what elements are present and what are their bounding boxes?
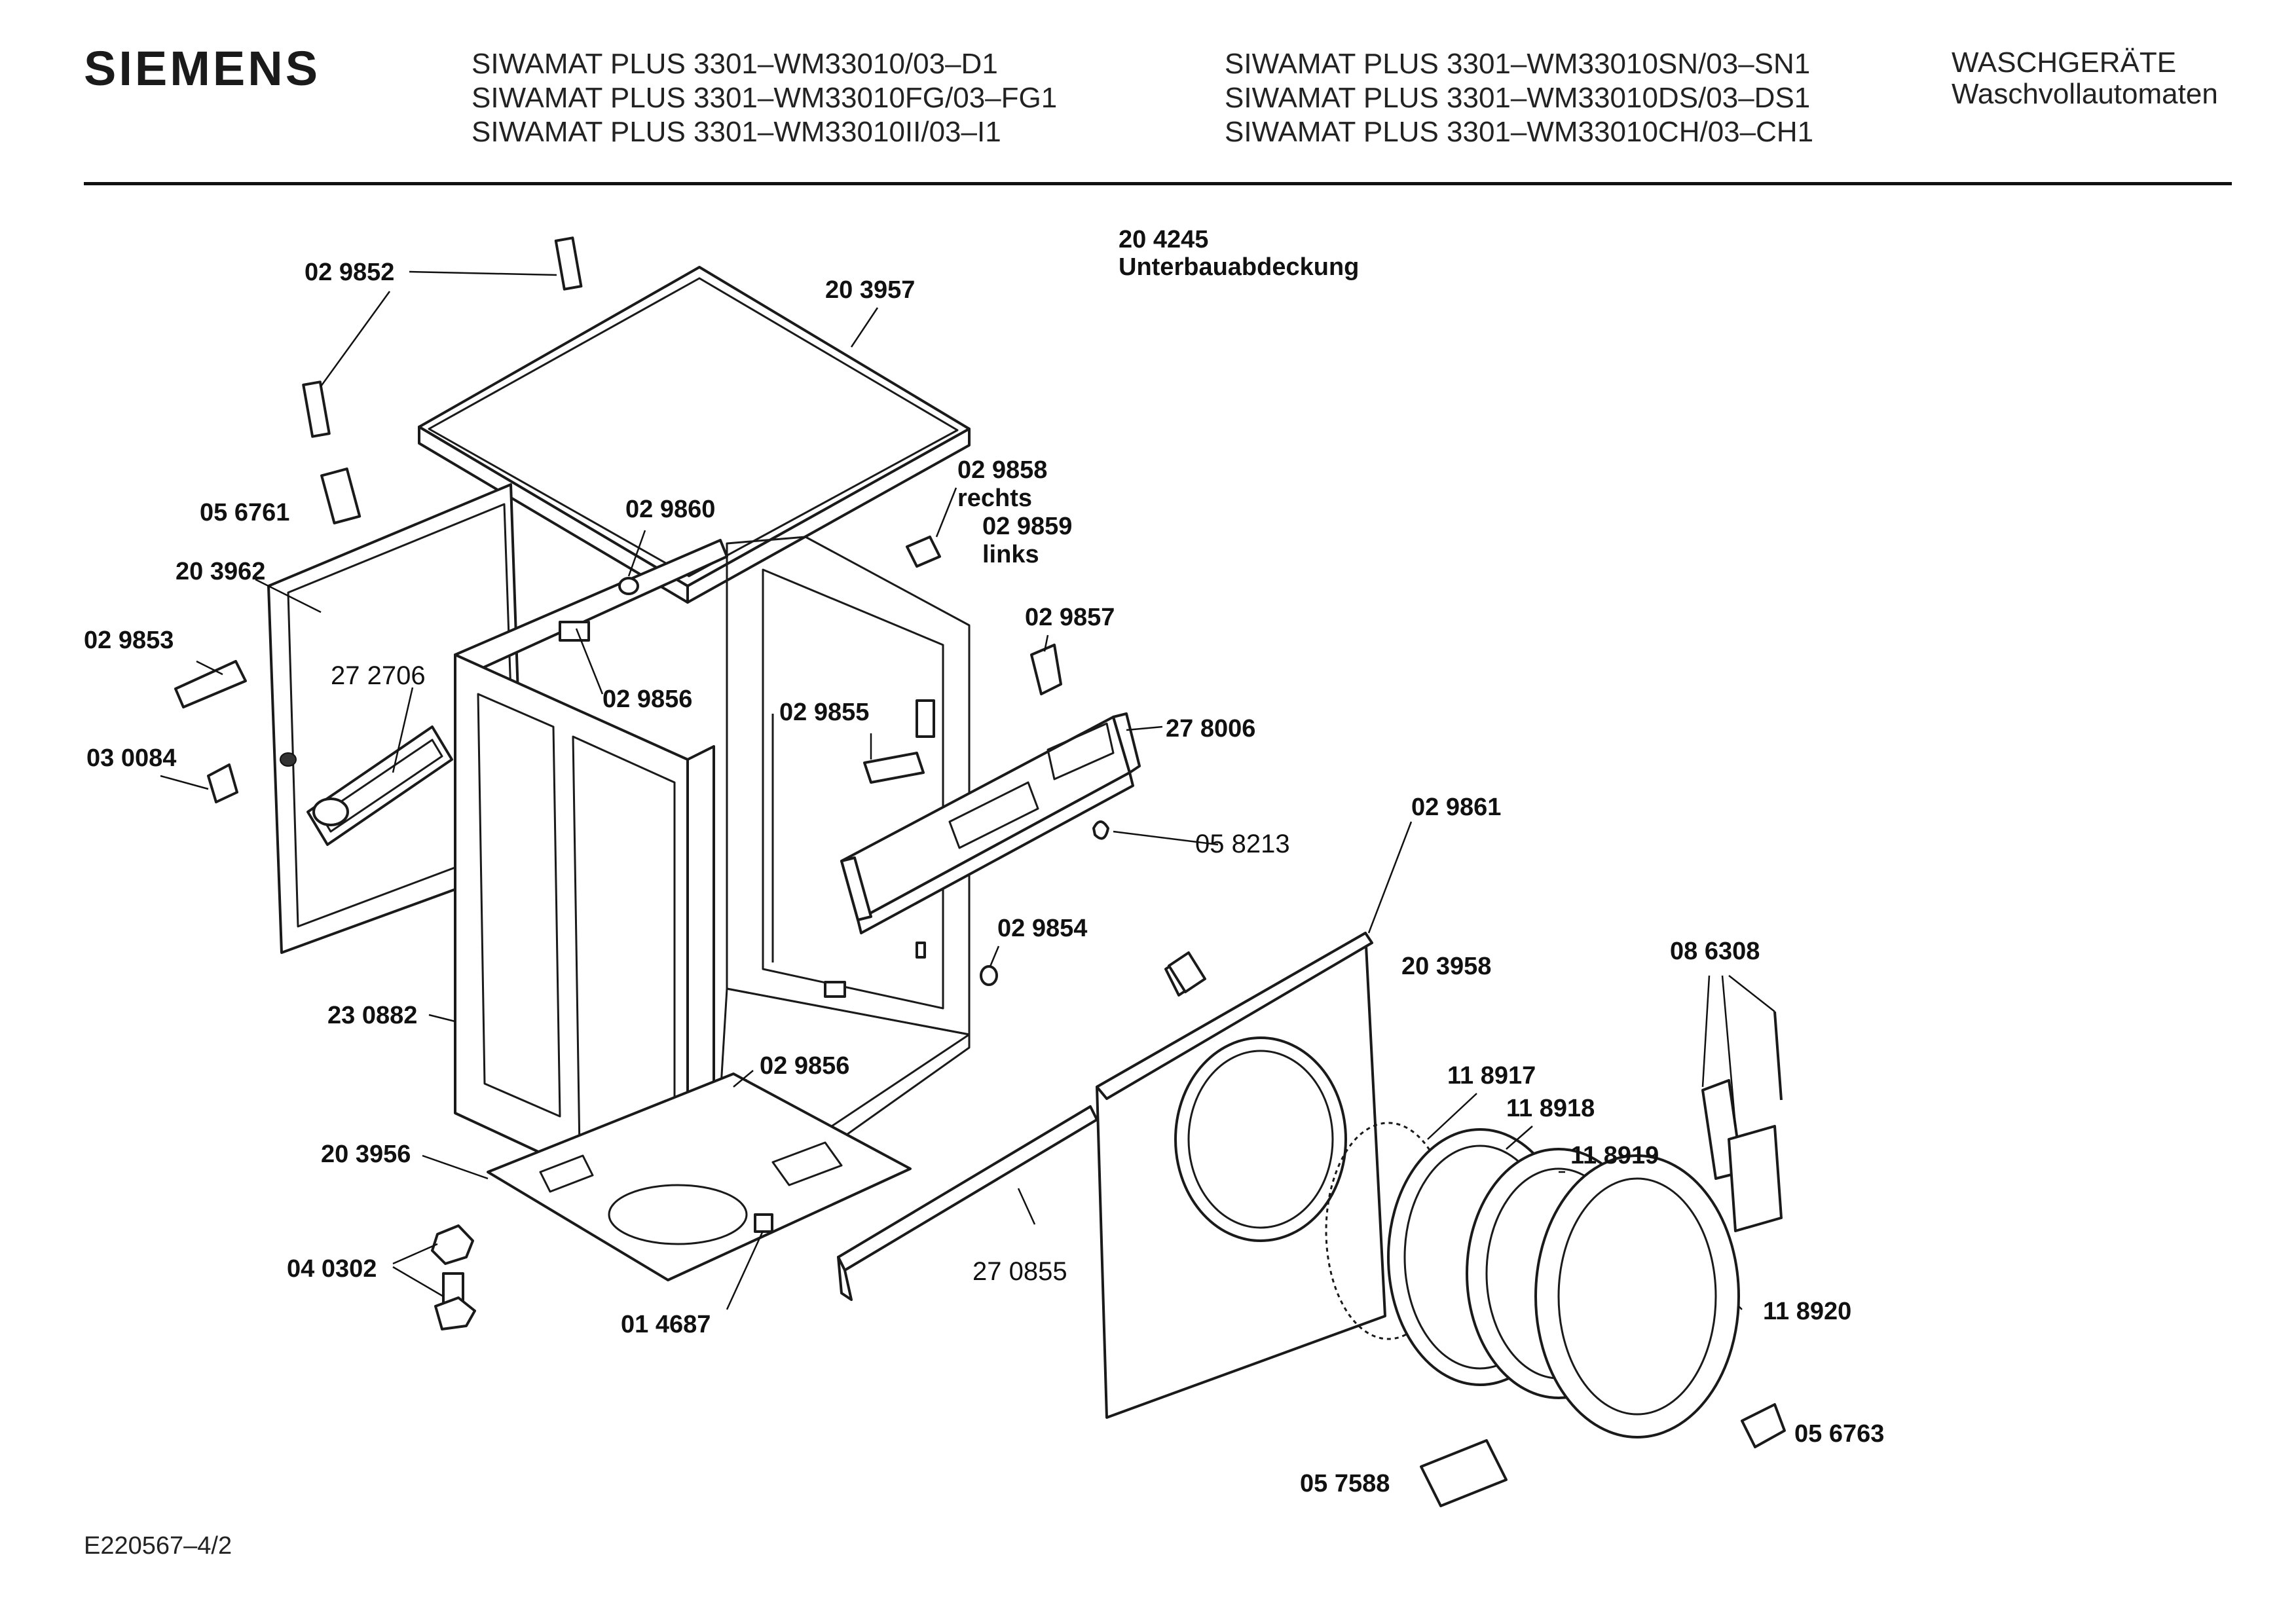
note-block: 20 4245 Unterbauabdeckung xyxy=(1119,226,1359,281)
part-label-p270855: 27 0855 xyxy=(972,1257,1067,1286)
note-number: 20 4245 xyxy=(1119,226,1208,253)
model-line: SIWAMAT PLUS 3301–WM33010SN/03–SN1 xyxy=(1225,48,1811,80)
part-label-links: links xyxy=(982,541,1039,568)
part-label-p030084: 03 0084 xyxy=(86,744,176,772)
part-label-p029856a: 02 9856 xyxy=(602,686,692,713)
bottom-strip-drawing xyxy=(837,1105,1098,1301)
part-label-p029859: 02 9859 xyxy=(982,513,1072,540)
category-block: WASCHGERÄTE Waschvollautomaten xyxy=(1952,47,2218,110)
model-line: SIWAMAT PLUS 3301–WM33010DS/03–DS1 xyxy=(1225,82,1811,114)
small-parts-drawing xyxy=(174,236,1786,1507)
model-line: SIWAMAT PLUS 3301–WM33010CH/03–CH1 xyxy=(1225,116,1814,148)
part-label-p029856b: 02 9856 xyxy=(760,1052,849,1080)
front-panel-drawing xyxy=(1096,932,1386,1419)
part-label-p086308: 08 6308 xyxy=(1670,938,1760,965)
model-list-right: SIWAMAT PLUS 3301–WM33010SN/03–SN1 SIWAM… xyxy=(1225,47,1813,149)
part-label-p118917: 11 8917 xyxy=(1447,1062,1536,1090)
part-label-p278006: 27 8006 xyxy=(1166,715,1255,742)
part-labels: 02 9852 20 3957 05 6761 02 9860 02 9858 … xyxy=(84,259,1884,1497)
part-label-p029861: 02 9861 xyxy=(1411,794,1501,821)
part-label-p029853: 02 9853 xyxy=(84,627,174,654)
model-line: SIWAMAT PLUS 3301–WM33010II/03–I1 xyxy=(472,116,1001,148)
part-label-p029855: 02 9855 xyxy=(779,699,869,726)
part-label-p230882: 23 0882 xyxy=(327,1002,417,1029)
part-label-p029860: 02 9860 xyxy=(625,496,715,523)
part-label-rechts: rechts xyxy=(957,485,1032,512)
part-label-p203958: 20 3958 xyxy=(1401,953,1491,980)
category-subtitle: Waschvollautomaten xyxy=(1952,78,2218,110)
part-label-p056763: 05 6763 xyxy=(1794,1420,1884,1448)
part-label-p272706: 27 2706 xyxy=(331,661,426,690)
base-plate-drawing xyxy=(487,1072,912,1281)
part-label-p203957: 20 3957 xyxy=(825,276,915,304)
control-panel-frame-drawing xyxy=(840,712,1141,959)
part-label-p203962: 20 3962 xyxy=(176,558,265,585)
drawing-number: E220567–4/2 xyxy=(84,1532,232,1560)
note-text: Unterbauabdeckung xyxy=(1119,253,1359,281)
part-label-p029857: 02 9857 xyxy=(1025,604,1115,631)
model-line: SIWAMAT PLUS 3301–WM33010FG/03–FG1 xyxy=(472,82,1058,114)
part-label-p057588: 05 7588 xyxy=(1300,1470,1390,1497)
part-label-p040302: 04 0302 xyxy=(287,1255,377,1283)
cabinet-frame-drawing xyxy=(454,536,971,1226)
category-title: WASCHGERÄTE xyxy=(1952,46,2177,79)
part-label-p014687: 01 4687 xyxy=(621,1311,711,1338)
part-label-p058213: 05 8213 xyxy=(1195,830,1290,858)
part-label-p118918: 11 8918 xyxy=(1506,1095,1595,1122)
part-label-p029852: 02 9852 xyxy=(305,259,394,286)
top-cover-drawing xyxy=(418,266,971,604)
brand-logo: SIEMENS xyxy=(84,41,321,96)
model-line: SIWAMAT PLUS 3301–WM33010/03–D1 xyxy=(472,48,998,80)
part-label-p029858: 02 9858 xyxy=(957,456,1047,484)
part-label-p118919: 11 8919 xyxy=(1570,1142,1659,1169)
part-label-p203956: 20 3956 xyxy=(321,1141,411,1168)
door-hinge-drawing xyxy=(1701,1011,1783,1232)
door-assembly-drawing xyxy=(1325,1122,1740,1438)
part-label-p029854: 02 9854 xyxy=(997,915,1087,942)
model-list-left: SIWAMAT PLUS 3301–WM33010/03–D1 SIWAMAT … xyxy=(472,47,1057,149)
part-label-p118920: 11 8920 xyxy=(1763,1298,1851,1325)
leader-lines xyxy=(160,270,1775,1310)
header-divider xyxy=(84,182,2232,185)
part-label-p056761: 05 6761 xyxy=(200,499,289,526)
